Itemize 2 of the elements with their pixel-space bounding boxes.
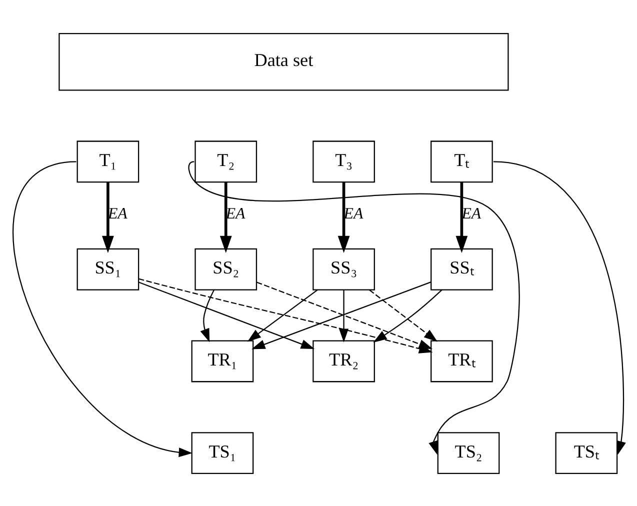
edge-label: EA [344,205,364,222]
edge-label: EA [462,205,482,222]
